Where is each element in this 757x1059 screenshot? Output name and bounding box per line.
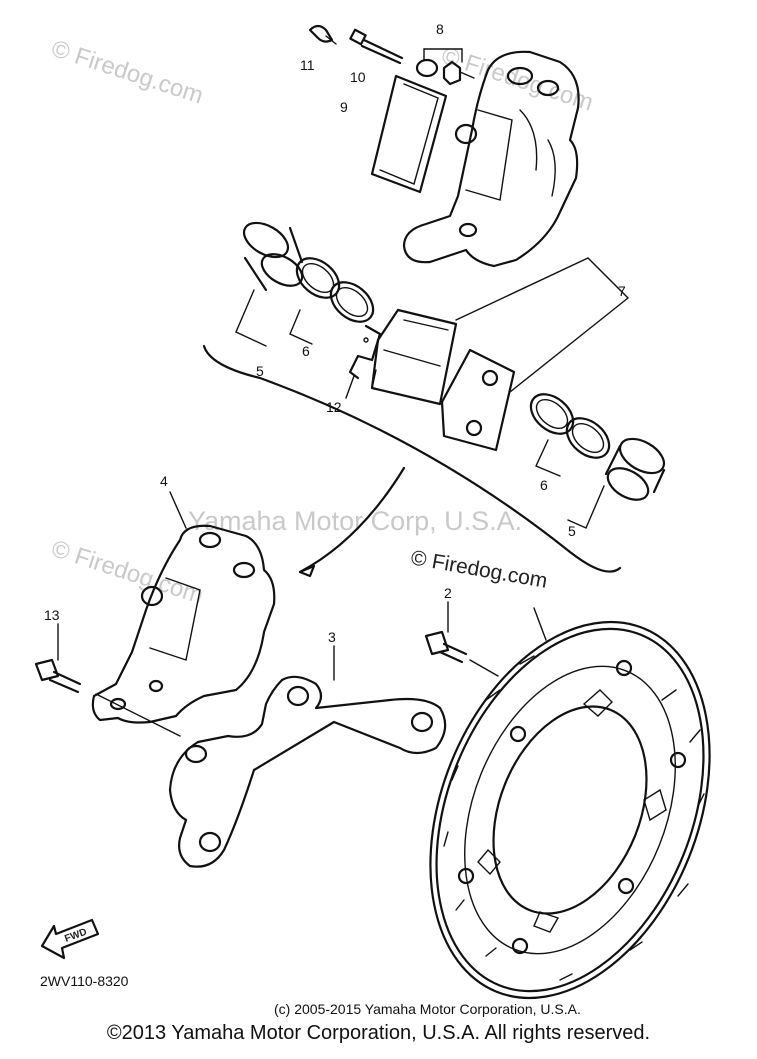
part-2-disc-bolt: [424, 601, 499, 677]
fwd-arrow-icon: FWD: [40, 918, 100, 960]
watermark-firedog-top: © Firedog.com: [48, 35, 206, 109]
callout-lines-5-6-upper: [235, 289, 313, 347]
part-code: 2WV110-8320: [40, 973, 129, 989]
callout-6-lower: 6: [540, 477, 548, 493]
part-5-piston-lower: [604, 437, 666, 501]
callout-2: 2: [444, 585, 452, 601]
small-copyright: (c) 2005-2015 Yamaha Motor Corporation, …: [274, 1001, 581, 1017]
watermark-firedog-center: © Firedog.com: [409, 546, 549, 593]
callout-10: 10: [350, 69, 366, 85]
callout-11: 11: [300, 57, 315, 73]
part-4-caliper-inner: [91, 491, 276, 724]
callout-3: 3: [328, 629, 336, 645]
part-8-bleed-screw: [415, 48, 475, 86]
callout-lines-5-6-lower: [535, 439, 605, 529]
callout-labels: 11 10 8 9 7 6 5 12 6 5 4 2 13 3: [44, 21, 626, 645]
callout-4: 4: [160, 473, 168, 489]
callout-12: 12: [326, 399, 342, 415]
part-9-brake-pad: [370, 74, 448, 194]
caliper-half-outer: [402, 50, 580, 268]
callout-7: 7: [618, 283, 626, 299]
callout-6-upper: 6: [302, 343, 310, 359]
part-12-pad-spring: [345, 324, 382, 399]
part-7-brake-pads: [370, 257, 630, 452]
part-6-seal-lower: [529, 393, 611, 459]
part-1-brake-disc: [429, 607, 711, 1000]
part-3-mounting-bracket: [95, 645, 447, 868]
part-10-pin: [349, 28, 404, 65]
part-6-seal-upper: [295, 257, 375, 323]
watermark-firedog-left: © Firedog.com: [48, 535, 206, 609]
callout-5-upper: 5: [256, 363, 264, 379]
part-11-clip: [308, 24, 337, 45]
callout-9: 9: [340, 99, 348, 115]
part-5-piston-upper: [242, 221, 304, 292]
callout-13: 13: [44, 607, 60, 623]
callout-8: 8: [436, 21, 444, 37]
callout-5-lower: 5: [568, 523, 576, 539]
assembly-bracket-curve: [202, 344, 622, 578]
part-13-bolt: [34, 623, 82, 694]
footer-copyright: ©2013 Yamaha Motor Corporation, U.S.A. A…: [106, 1022, 651, 1044]
